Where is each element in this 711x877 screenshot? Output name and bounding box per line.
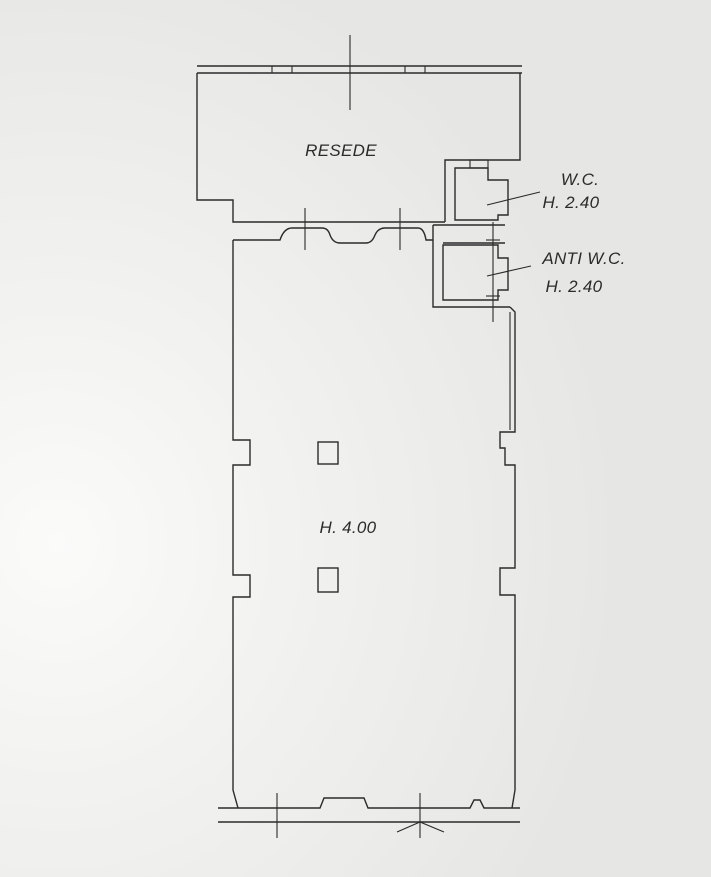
bottom-boundary-wall [218,797,520,823]
anti-wc-height-label: H. 2.40 [546,277,603,296]
entrance-arrow [396,821,445,833]
main-room-height-label: H. 4.00 [320,518,377,537]
anti-wc-room [432,225,510,308]
wc-room [433,159,509,226]
courtyard-label: RESEDE [305,141,377,160]
anti-wc-label: ANTI W.C. [541,249,625,268]
wc-height-label: H. 2.40 [543,193,600,212]
column [317,441,339,465]
top-boundary-wall [197,65,522,74]
anti-wc-leader-line [486,265,532,277]
main-room-left-wall [232,240,251,809]
wc-leader-line [486,191,541,206]
column [317,567,339,593]
window-row [233,227,433,244]
wc-label: W.C. [561,170,599,189]
main-room-right-wall [499,306,516,809]
